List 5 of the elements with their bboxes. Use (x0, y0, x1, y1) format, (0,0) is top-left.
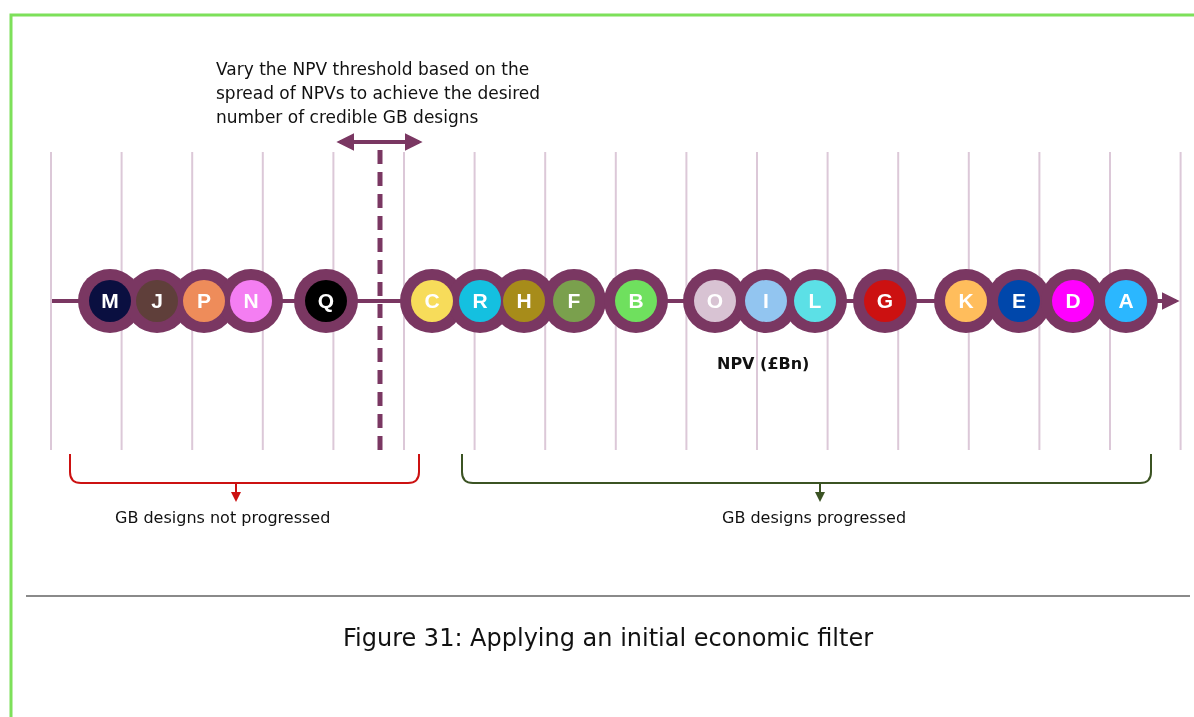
axis-label: NPV (£Bn) (717, 353, 811, 375)
figure-caption: Figure 31: Applying an initial economic filter (341, 623, 875, 653)
annotation-text: Vary the NPV threshold based on the spread of NPVs to achieve the desired number of credible GB designs (216, 58, 542, 129)
bracket-label: GB designs progressed (722, 507, 908, 529)
bracket-label: GB designs not progressed (115, 507, 332, 529)
